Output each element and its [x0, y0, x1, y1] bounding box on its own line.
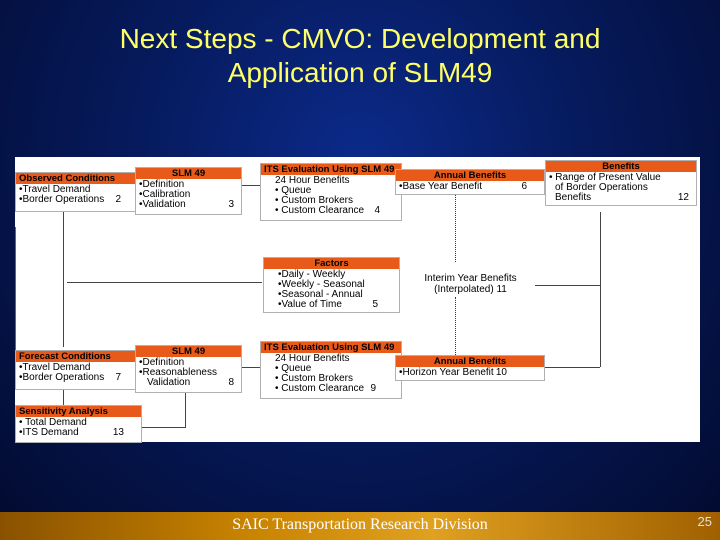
- benefits-header: Benefits: [546, 161, 696, 172]
- step-number: 5: [372, 299, 378, 310]
- slm49-calibration-box: SLM 49 •Definition •Calibration •Validat…: [135, 167, 242, 215]
- its-evaluation-header: ITS Evaluation Using SLM 49: [261, 342, 401, 353]
- page-number: 25: [697, 514, 712, 529]
- connector: [545, 367, 600, 368]
- connector: [600, 212, 601, 367]
- forecast-conditions-header: Forecast Conditions: [16, 351, 136, 362]
- step-number: 3: [228, 199, 234, 210]
- factors-item: •Weekly - Seasonal: [278, 279, 365, 290]
- connector: [185, 387, 186, 427]
- connector: [125, 427, 186, 428]
- slm49-forecast-box: SLM 49 •Definition •Reasonableness Valid…: [135, 345, 242, 393]
- connector: [63, 197, 64, 347]
- observed-conditions-box: Observed Conditions •Travel Demand •Bord…: [15, 172, 137, 212]
- its-item: • Custom Brokers: [275, 373, 353, 384]
- annual-benefits-header: Annual Benefits: [396, 170, 544, 181]
- slm49-item: •Definition: [139, 179, 185, 190]
- factors-item: •Daily - Weekly: [278, 269, 346, 280]
- connector: [15, 227, 16, 367]
- benefits-item: of Border Operations: [555, 182, 648, 193]
- step-number: 6: [521, 181, 527, 192]
- connector: [535, 285, 600, 286]
- step-number: 12: [677, 192, 689, 203]
- sensitivity-analysis-box: Sensitivity Analysis • Total Demand •ITS…: [15, 405, 142, 443]
- connector: [240, 367, 260, 368]
- observed-conditions-header: Observed Conditions: [16, 173, 136, 184]
- slide-title: Next Steps - CMVO: Development and Appli…: [0, 22, 720, 90]
- interim-line-2: (Interpolated) 11: [434, 284, 507, 295]
- its-item: • Queue: [275, 185, 312, 196]
- slm49-header: SLM 49: [136, 168, 241, 179]
- its-item: • Queue: [275, 363, 312, 374]
- benefits-item: • Range of Present Value: [549, 172, 661, 183]
- step-number: 10: [495, 367, 507, 378]
- forecast-conditions-box: Forecast Conditions •Travel Demand •Bord…: [15, 350, 137, 390]
- slm49-item: •Reasonableness: [139, 367, 217, 378]
- footer-bar: SAIC Transportation Research Division 25: [0, 512, 720, 540]
- forecast-item: •Travel Demand: [19, 362, 91, 373]
- slm49-item: •Definition: [139, 357, 185, 368]
- step-number: 4: [374, 205, 380, 216]
- factors-header: Factors: [264, 258, 399, 269]
- footer-text: SAIC Transportation Research Division: [232, 516, 488, 533]
- dotted-connector: [455, 297, 456, 357]
- sensitivity-item: • Total Demand: [19, 417, 87, 428]
- its-evaluation-header: ITS Evaluation Using SLM 49: [261, 164, 401, 175]
- benefits-box: Benefits • Range of Present Value of Bor…: [545, 160, 697, 206]
- slm49-header: SLM 49: [136, 346, 241, 357]
- its-evaluation-base-box: ITS Evaluation Using SLM 49 24 Hour Bene…: [260, 163, 402, 221]
- dotted-connector: [455, 192, 456, 262]
- its-evaluation-horizon-box: ITS Evaluation Using SLM 49 24 Hour Bene…: [260, 341, 402, 399]
- step-number: 2: [115, 194, 121, 205]
- interim-line-1: Interim Year Benefits: [424, 273, 517, 284]
- its-item: • Custom Brokers: [275, 195, 353, 206]
- its-item: 24 Hour Benefits: [275, 353, 350, 364]
- its-item: 24 Hour Benefits: [275, 175, 350, 186]
- annual-benefits-header: Annual Benefits: [396, 356, 544, 367]
- connector: [240, 185, 260, 186]
- connector: [67, 282, 262, 283]
- step-number: 7: [115, 372, 121, 383]
- sensitivity-analysis-header: Sensitivity Analysis: [16, 406, 141, 417]
- factors-box: Factors •Daily - Weekly •Weekly - Season…: [263, 257, 400, 313]
- step-number: 9: [370, 383, 376, 394]
- step-number: 8: [228, 377, 234, 388]
- observed-item: •Travel Demand: [19, 184, 91, 195]
- title-line-2: Application of SLM49: [227, 57, 493, 88]
- slm49-item: •Calibration: [139, 189, 191, 200]
- step-number: 11: [496, 284, 507, 295]
- interim-year-benefits: Interim Year Benefits (Interpolated) 11: [408, 273, 533, 295]
- flow-diagram: Observed Conditions •Travel Demand •Bord…: [15, 157, 700, 443]
- step-number: 13: [112, 427, 124, 438]
- factors-item: •Seasonal - Annual: [278, 289, 363, 300]
- connector: [63, 375, 64, 407]
- title-line-1: Next Steps - CMVO: Development and: [119, 23, 601, 54]
